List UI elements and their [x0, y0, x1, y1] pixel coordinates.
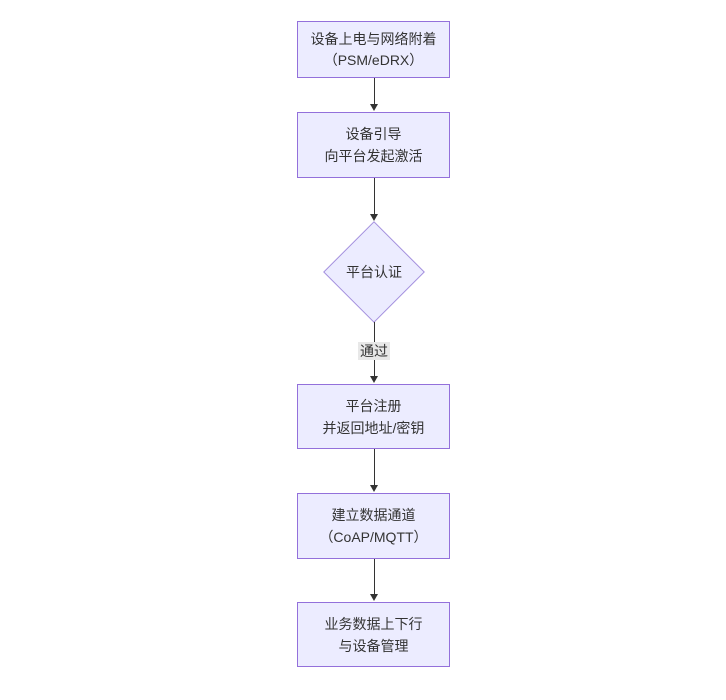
- node-bootstrap: 设备引导 向平台发起激活: [297, 112, 450, 178]
- arrowhead-icon: [370, 104, 378, 111]
- node-label-line: 平台认证: [346, 264, 402, 280]
- node-label-line: 建立数据通道: [331, 507, 416, 523]
- arrow-line: [373, 449, 375, 485]
- arrow-bootstrap-to-auth: [366, 178, 382, 221]
- arrowhead-icon: [370, 594, 378, 601]
- node-power-attach: 设备上电与网络附着 （PSM/eDRX）: [297, 21, 450, 78]
- node-label-line: 业务数据上下行: [324, 615, 423, 632]
- arrowhead-icon: [370, 214, 378, 221]
- arrowhead-icon: [370, 485, 378, 492]
- arrow-line: [373, 78, 375, 104]
- node-platform-auth: 平台认证: [323, 221, 425, 323]
- node-data-channel: 建立数据通道 （CoAP/MQTT）: [297, 493, 450, 559]
- node-label-line: 并返回地址/密钥: [322, 419, 425, 436]
- arrow-line: [373, 559, 375, 594]
- arrow-line: [373, 178, 375, 214]
- node-label-line: 向平台发起激活: [324, 148, 423, 164]
- node-label-line: 设备引导: [345, 126, 402, 142]
- node-label-line: （CoAP/MQTT）: [319, 529, 428, 545]
- node-label-line: 设备上电与网络附着: [310, 30, 437, 47]
- arrow-register-to-channel: [366, 449, 382, 492]
- arrow-channel-to-business: [366, 559, 382, 601]
- node-label-line: 与设备管理: [338, 637, 409, 654]
- arrow-power-to-bootstrap: [366, 78, 382, 111]
- arrowhead-icon: [370, 376, 378, 383]
- edge-label-pass: 通过: [358, 342, 390, 360]
- node-label-line: 平台注册: [345, 397, 402, 414]
- arrow-auth-to-register: 通过: [358, 322, 390, 383]
- node-label-line: （PSM/eDRX）: [323, 51, 424, 68]
- node-business-data: 业务数据上下行 与设备管理: [297, 602, 450, 667]
- node-register: 平台注册 并返回地址/密钥: [297, 384, 450, 449]
